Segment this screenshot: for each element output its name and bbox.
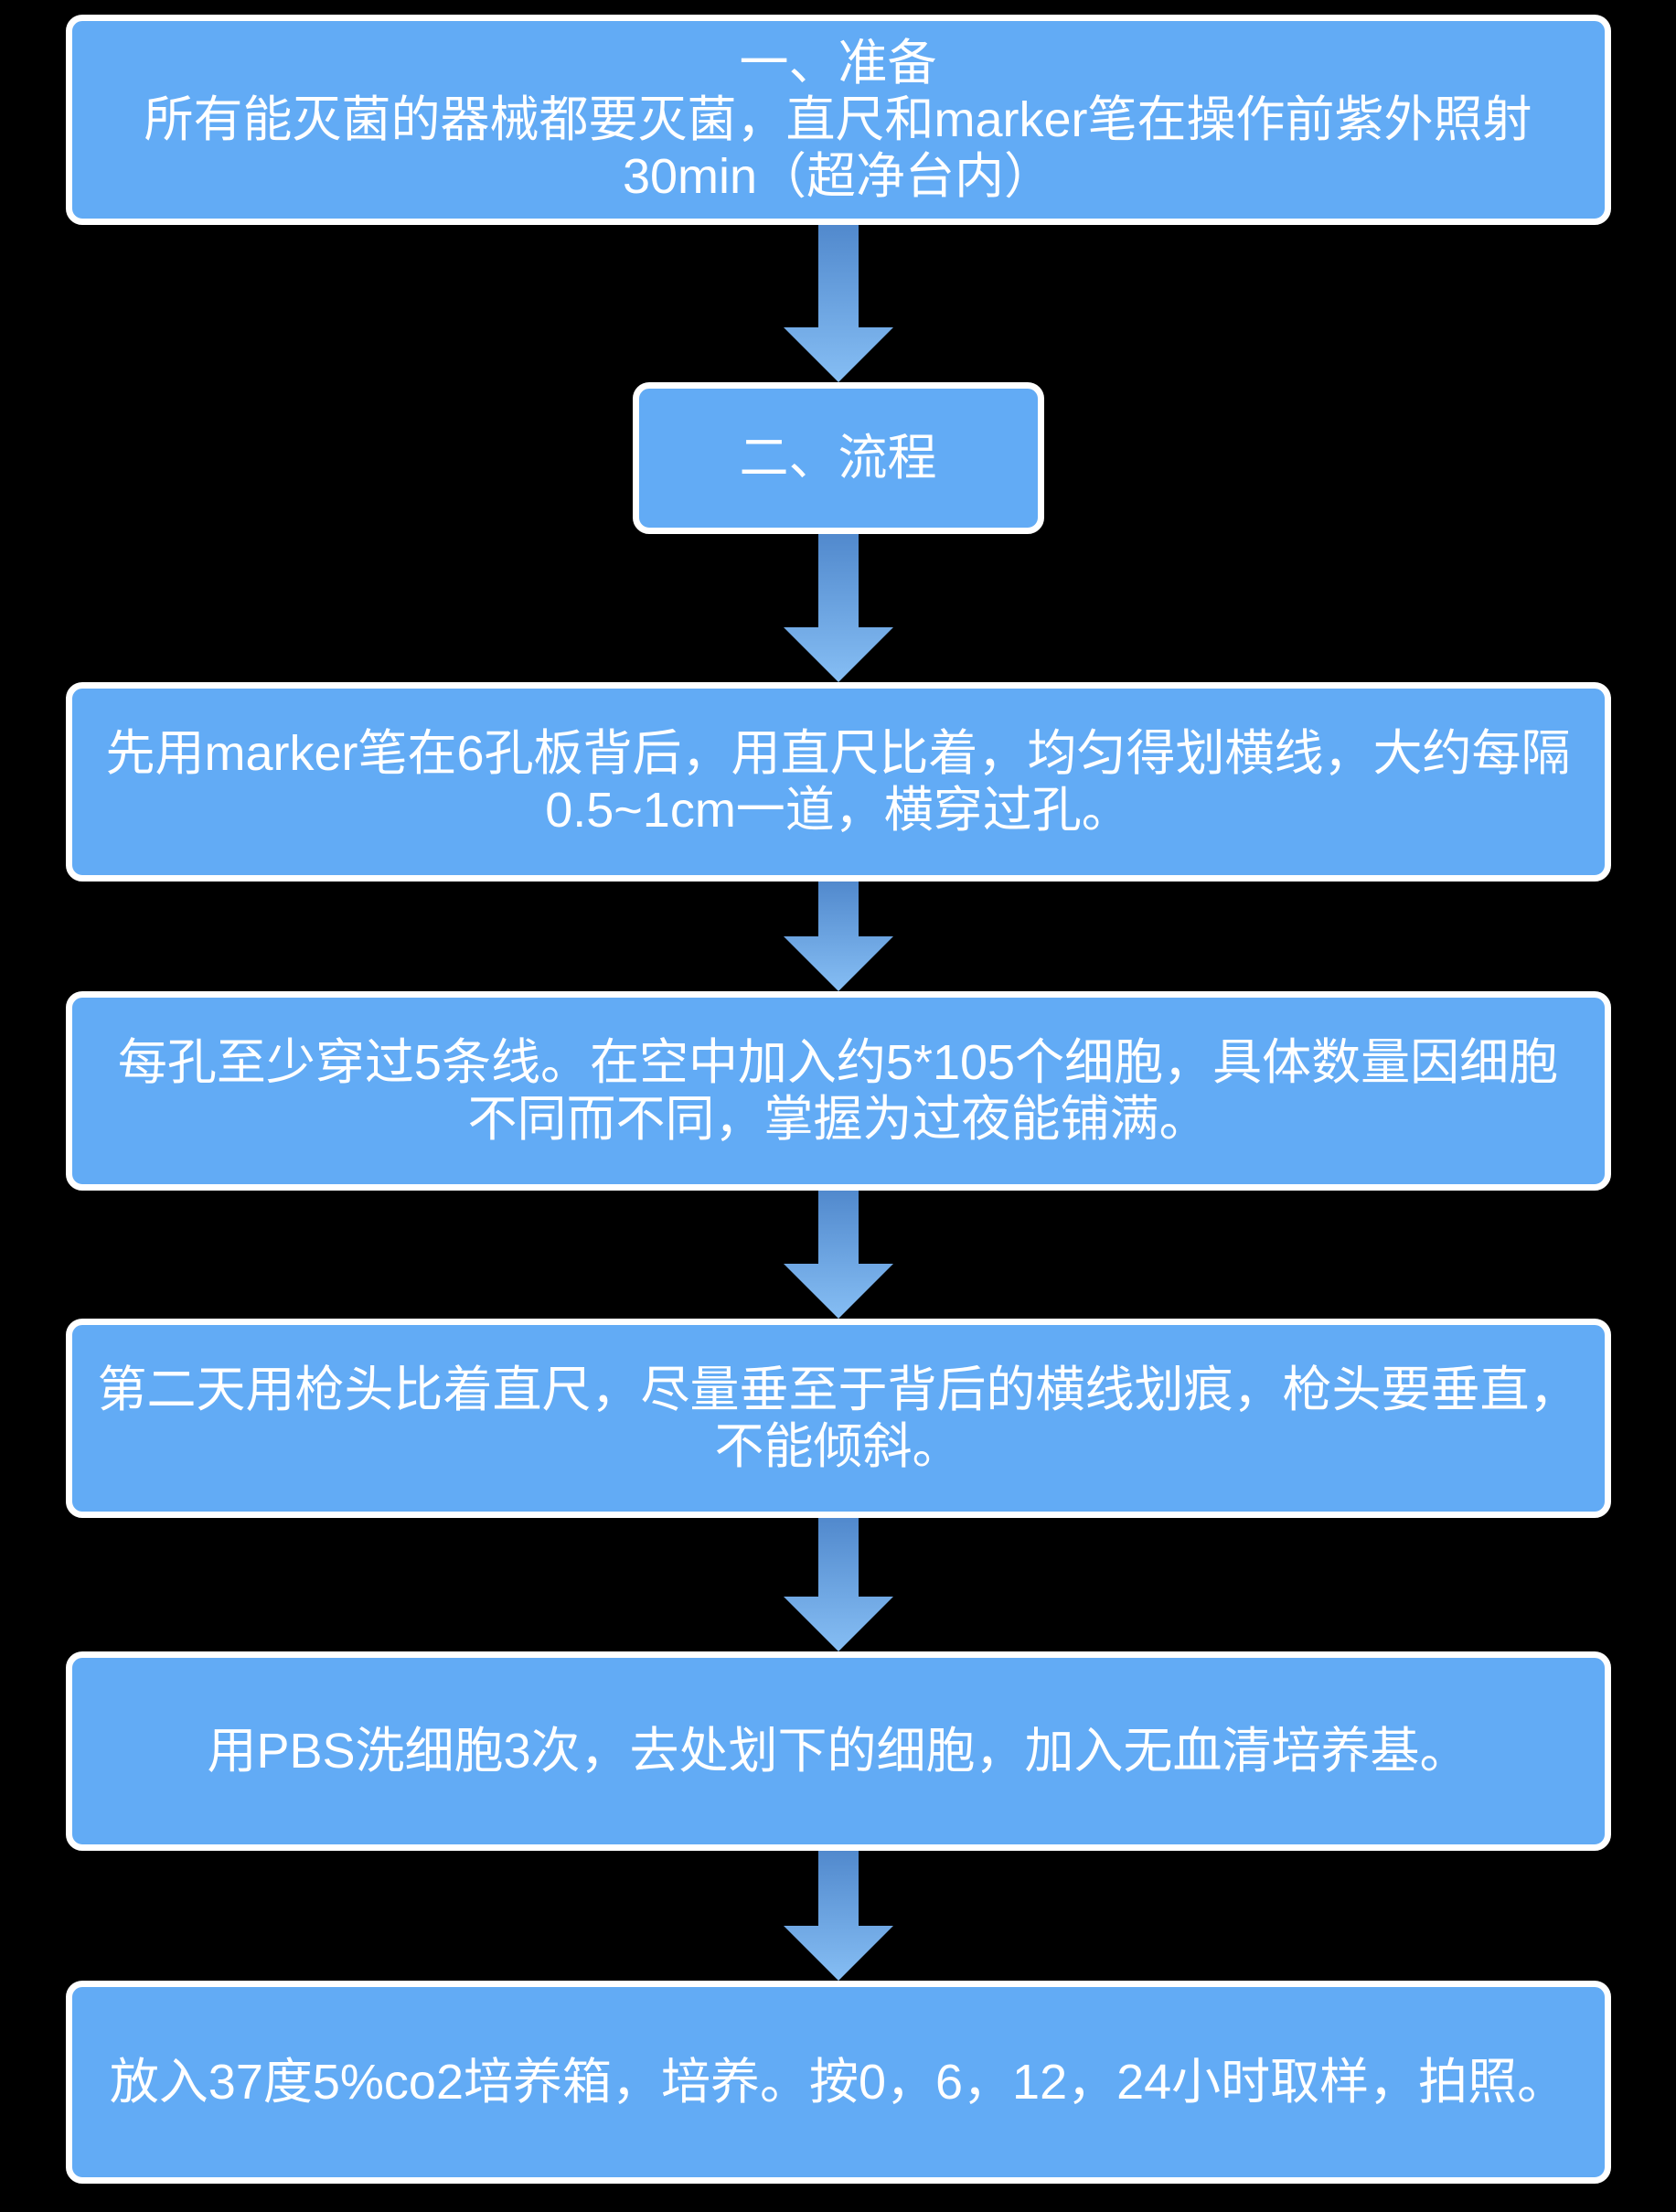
text-line: 不能倾斜。 (714, 1419, 962, 1474)
down-arrow-2 (783, 534, 893, 682)
text-line: 所有能灭菌的器械都要灭菌，直尺和marker笔在操作前紫外照射 (144, 91, 1532, 147)
text-line: 二、流程 (739, 430, 937, 486)
down-arrow-3 (783, 882, 893, 991)
down-arrow-4 (783, 1191, 893, 1319)
flow-step-incubate: 放入37度5%co2培养箱，培养。按0，6，12，24小时取样，拍照。 (65, 1981, 1611, 2184)
text-line: 每孔至少穿过5条线。在空中加入约5*105个细胞，具体数量因细胞 (117, 1034, 1559, 1090)
down-arrow-5 (783, 1518, 893, 1651)
text-line: 先用marker笔在6孔板背后，用直尺比着，均匀得划横线，大约每隔 (105, 725, 1571, 781)
flow-step-wash: 用PBS洗细胞3次，去处划下的细胞，加入无血清培养基。 (65, 1651, 1611, 1851)
text-line: 0.5~1cm一道，横穿过孔。 (545, 783, 1131, 838)
text-line: 第二天用枪头比着直尺，尽量垂至于背后的横线划痕，枪头要垂直， (97, 1362, 1579, 1417)
text-line: 30min（超净台内） (622, 149, 1054, 205)
text-line: 一、准备 (739, 35, 937, 91)
flow-step-seed-cells: 每孔至少穿过5条线。在空中加入约5*105个细胞，具体数量因细胞不同而不同，掌握… (65, 991, 1611, 1191)
text-line: 放入37度5%co2培养箱，培养。按0，6，12，24小时取样，拍照。 (109, 2054, 1567, 2110)
text-line: 用PBS洗细胞3次，去处划下的细胞，加入无血清培养基。 (207, 1723, 1469, 1779)
text-line: 不同而不同，掌握为过夜能铺满。 (467, 1092, 1209, 1147)
down-arrow-1 (783, 225, 893, 382)
flow-step-process-title: 二、流程 (632, 382, 1044, 534)
flow-step-scratch: 第二天用枪头比着直尺，尽量垂至于背后的横线划痕，枪头要垂直，不能倾斜。 (65, 1319, 1611, 1518)
down-arrow-6 (783, 1851, 893, 1981)
